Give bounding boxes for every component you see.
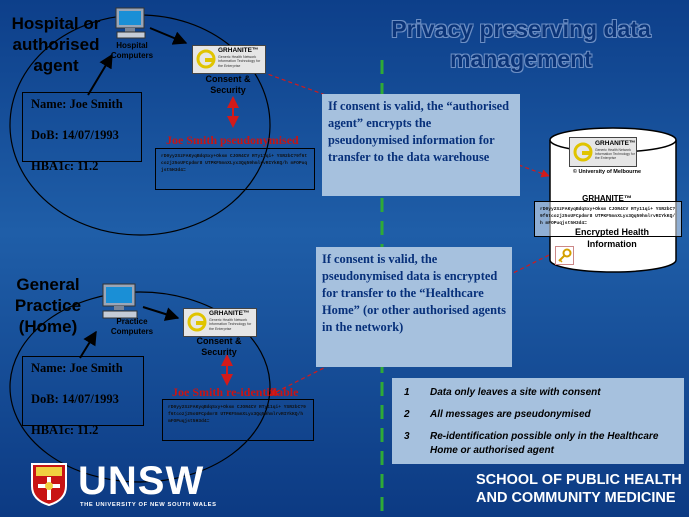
- principle-number: 1: [404, 387, 410, 398]
- principle-text: Re-identification possible only in the H…: [430, 431, 659, 456]
- logo-name: GRHANITE™: [209, 310, 250, 317]
- grhanite-logo-icon: [573, 142, 593, 162]
- grhanite-logo-icon: [196, 49, 216, 69]
- gp-encrypted-record: rD0yy2SzFAKyqBdqSxy+Oksm CJOR4CV RTy11qi…: [162, 399, 314, 441]
- gp-patient-record: Name: Joe Smith DoB: 14/07/1993 HBA1c: 1…: [22, 356, 144, 437]
- hospital-patient-record: Name: Joe Smith DoB: 14/07/1993 HBA1c: 1…: [22, 92, 142, 173]
- hospital-encrypted-record: rD0yy2SzFAKyqBdqSxy+Oksm CJOR4CV RTy11qi…: [155, 148, 315, 190]
- principle-text: Data only leaves a site with consent: [430, 387, 601, 398]
- reidentifiable-label: Joe Smith re-identifiable: [172, 385, 299, 399]
- principles-box: 1 Data only leaves a site with consent 2…: [392, 378, 684, 464]
- grhanite-logo-icon: [187, 312, 207, 332]
- patient-dob: DoB: 14/07/1993: [31, 392, 119, 406]
- patient-dob: DoB: 14/07/1993: [31, 128, 119, 142]
- unsw-wordmark: UNSW: [78, 459, 205, 503]
- school-name-line1: SCHOOL OF PUBLIC HEALTH: [476, 472, 682, 488]
- gp-computers-label: Practice Computers: [110, 317, 154, 336]
- gp-ellipse: [9, 291, 271, 483]
- unsw-subtitle: THE UNIVERSITY OF NEW SOUTH WALES: [80, 502, 217, 508]
- callout-encrypt-to-warehouse: If consent is valid, the “authorised age…: [322, 94, 520, 196]
- patient-name: Name: Joe Smith: [31, 97, 123, 111]
- unsw-crest-icon: [30, 462, 68, 507]
- warehouse-copyright: © University of Melbourne: [572, 169, 642, 175]
- key-icon: [555, 246, 574, 265]
- principle-number: 3: [404, 431, 410, 442]
- warehouse-grhanite-logo: GRHANITE™ Generic Health Network Informa…: [569, 137, 637, 167]
- hospital-grhanite-logo: GRHANITE™ Generic Health Network Informa…: [192, 45, 266, 74]
- patient-name: Name: Joe Smith: [31, 361, 123, 375]
- logo-name: GRHANITE™: [218, 47, 259, 54]
- hospital-computers-label: Hospital Computers: [110, 41, 154, 60]
- gp-site-label: General Practice (Home): [14, 275, 82, 336]
- principle-text: All messages are pseudonymised: [430, 409, 591, 420]
- warehouse-encrypted-record: rD0yy2SzFAKyqBdqSxy+Oksm CJOR4CV RTy11qi…: [534, 201, 682, 237]
- logo-name: GRHANITE™: [595, 140, 636, 147]
- warehouse-subtitle: Encrypted Health Information: [574, 227, 650, 249]
- school-name-line2: AND COMMUNITY MEDICINE: [476, 490, 676, 506]
- pseudonymised-label: Joe Smith pseudonymised: [166, 133, 299, 147]
- hospital-computer-icon: [114, 7, 148, 39]
- logo-tagline: Generic Health Network Information Techn…: [218, 55, 261, 68]
- principle-number: 2: [404, 409, 410, 420]
- patient-hba1c: HBA1c: 11.2: [31, 159, 99, 173]
- gp-consent-label: Consent & Security: [196, 336, 242, 357]
- patient-hba1c: HBA1c: 11.2: [31, 423, 99, 437]
- logo-tagline: Generic Health Network Information Techn…: [595, 148, 635, 161]
- gp-computer-icon: [100, 283, 140, 319]
- callout-encrypt-to-healthcare-home: If consent is valid, the pseudonymised d…: [316, 247, 512, 367]
- hospital-site-label: Hospital or authorised agent: [11, 14, 101, 75]
- page-title: Privacy preserving data management: [391, 16, 651, 72]
- hospital-consent-label: Consent & Security: [205, 74, 251, 95]
- warehouse-grhanite-name: GRHANITE™: [582, 194, 632, 203]
- logo-tagline: Generic Health Network Information Techn…: [209, 318, 252, 331]
- gp-grhanite-logo: GRHANITE™ Generic Health Network Informa…: [183, 308, 257, 337]
